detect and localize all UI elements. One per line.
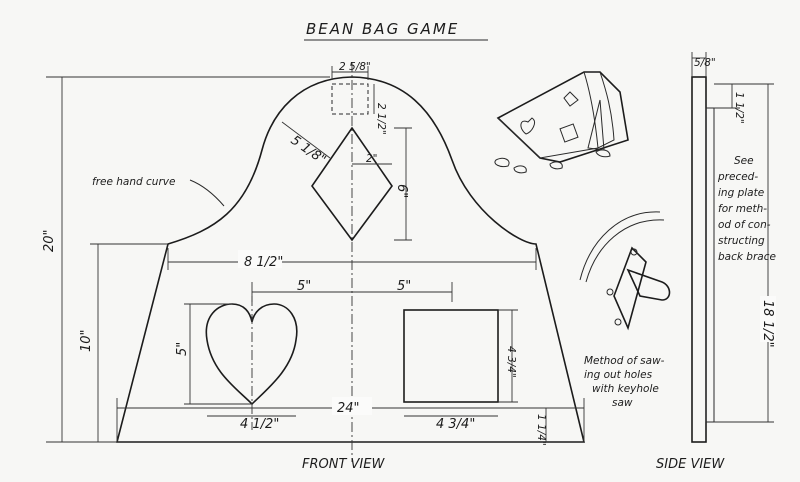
keyhole-saw-sketch (579, 211, 671, 331)
label-top-block-height: 2 1/2" (375, 103, 387, 135)
square-hole (403, 309, 499, 403)
saw-note-line-2: ing out holes (584, 369, 653, 381)
label-bg (238, 250, 282, 268)
perspective-sketch (494, 71, 629, 174)
saw-note-line-1: Method of saw- (584, 355, 665, 367)
drawing-title: BEAN BAG GAME (306, 20, 459, 38)
dim-diamond-offset (281, 121, 331, 159)
label-bg (332, 397, 372, 415)
side-view-board (691, 76, 715, 443)
label-hole-spacing-right: 5" (397, 279, 411, 294)
label-base-offset: 1 1/4" (535, 414, 547, 446)
label-base-width: 24" (337, 401, 360, 416)
label-heart-height: 5" (175, 342, 190, 356)
label-hole-spacing-left: 5" (297, 279, 311, 294)
saw-note-line-3: with keyhole (592, 383, 659, 395)
label-side-brace-top: 1 1/2" (733, 92, 745, 124)
note-free-hand-curve: free hand curve (92, 176, 175, 188)
board-outline (115, 76, 586, 443)
label-top-block-width: 2 5/8" (339, 61, 371, 73)
curve-leader (189, 179, 225, 207)
label-front-view: FRONT VIEW (302, 457, 385, 472)
label-diamond-offset: 5 1/8" (288, 133, 329, 168)
side-note-line-7: back brace (718, 251, 776, 263)
side-note-line-3: ing plate (718, 187, 764, 199)
label-bg (760, 296, 776, 342)
label-shoulder-width: 8 1/2" (244, 255, 283, 270)
diamond-hole (311, 126, 393, 242)
side-note-line-4: for meth- (718, 203, 767, 215)
label-diamond-half: 2" (366, 153, 378, 165)
side-note-line-2: preced- (717, 171, 758, 183)
label-square-width: 4 3/4" (436, 417, 475, 432)
side-note-line-5: od of con- (718, 219, 771, 231)
label-heart-width: 4 1/2" (240, 417, 279, 432)
side-note-line-6: structing (718, 235, 765, 247)
label-side-view: SIDE VIEW (656, 457, 725, 472)
label-lower-height: 10" (79, 329, 94, 352)
label-side-thickness: 5/8" (694, 57, 716, 69)
label-total-height: 20" (42, 229, 57, 252)
label-square-height: 4 3/4" (505, 346, 517, 378)
top-block-hidden (331, 83, 369, 115)
label-diamond-height: 6" (394, 184, 409, 198)
side-note-line-1: See (734, 155, 754, 167)
saw-note-line-4: saw (612, 397, 633, 409)
label-side-brace-length: 18 1/2" (760, 300, 775, 348)
